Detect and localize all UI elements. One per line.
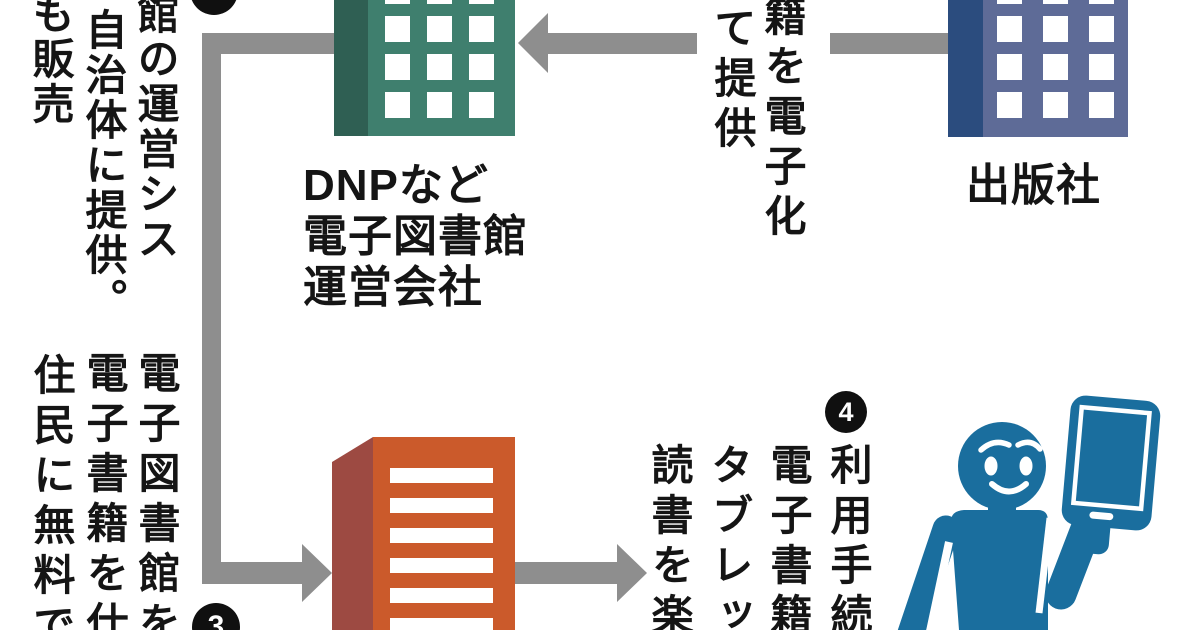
person-left-eyebrow	[978, 439, 1012, 453]
operator-company-label: DNPなど 電子図書館 運営会社	[303, 160, 528, 313]
operator-label-line-1: DNPなど	[303, 161, 489, 210]
person-head	[958, 422, 1046, 510]
publisher-building-windows	[983, 0, 1128, 137]
operator-building-windows	[368, 0, 515, 136]
operator-building-side	[334, 0, 368, 136]
step-3-text-col-2: 電子書籍を仕	[81, 351, 128, 630]
tablet-screen	[1070, 404, 1152, 512]
arrow-shaft-publisher-to-operator-right	[830, 33, 948, 54]
step-4-text-col-2: 電子書籍	[765, 443, 812, 630]
library-building-side	[332, 437, 373, 630]
library-building-facade	[373, 437, 515, 630]
person-left-arm	[897, 515, 960, 630]
operator-label-line-2: 電子図書館	[303, 212, 528, 261]
step-2-text-col-2: 自治体に提供。	[80, 8, 127, 323]
arrow-shaft-to-library	[202, 562, 302, 584]
person-left-eye	[984, 456, 998, 476]
step-2-text-col-1: 館の運営シス	[132, 0, 179, 262]
person-smile	[989, 481, 1029, 495]
publisher-building-icon	[948, 0, 1128, 137]
operator-label-line-3: 運営会社	[303, 263, 483, 312]
step-3-text-col-1: 電子図書館を	[133, 351, 180, 630]
connector-top-left-line	[221, 33, 334, 54]
tablet-home-bar	[1089, 511, 1114, 521]
step-3-badge: 3	[192, 603, 240, 630]
arrow-shaft-publisher-to-operator-left	[548, 33, 697, 54]
operator-building-facade	[368, 0, 515, 136]
library-building-icon	[332, 437, 515, 630]
person-right-eye	[1019, 456, 1033, 476]
step-4-badge: 4	[825, 391, 867, 433]
library-building-windows	[390, 468, 493, 630]
person-right-eyebrow	[1015, 439, 1043, 452]
step-2-text-col-3: も販売	[27, 0, 74, 127]
tablet-icon	[1061, 395, 1161, 555]
step-4-text-col-1: 利用手続き	[825, 443, 872, 630]
step-4-text-col-3: タブレット	[706, 443, 753, 630]
step-2-badge: 2	[190, 0, 238, 15]
arrowhead-right-library-icon	[302, 544, 332, 602]
reader-person-icon	[897, 395, 1161, 630]
connector-vertical-line	[202, 33, 221, 584]
publisher-building-side	[948, 0, 983, 137]
operator-company-building-icon	[334, 0, 515, 136]
arrow-shaft-library-to-reader	[515, 562, 617, 584]
step-3-text-col-3: 住民に無料で	[28, 353, 75, 630]
publisher-label: 出版社	[966, 161, 1101, 210]
publisher-building-facade	[983, 0, 1128, 137]
digitize-text-col-1: 籍を電子化	[759, 0, 806, 244]
step-4-text-col-4: 読書を楽しむ	[646, 443, 693, 630]
digitize-text-col-2: して提供	[709, 0, 756, 156]
arrowhead-right-reader-icon	[617, 544, 647, 602]
arrowhead-left-icon	[518, 13, 548, 73]
